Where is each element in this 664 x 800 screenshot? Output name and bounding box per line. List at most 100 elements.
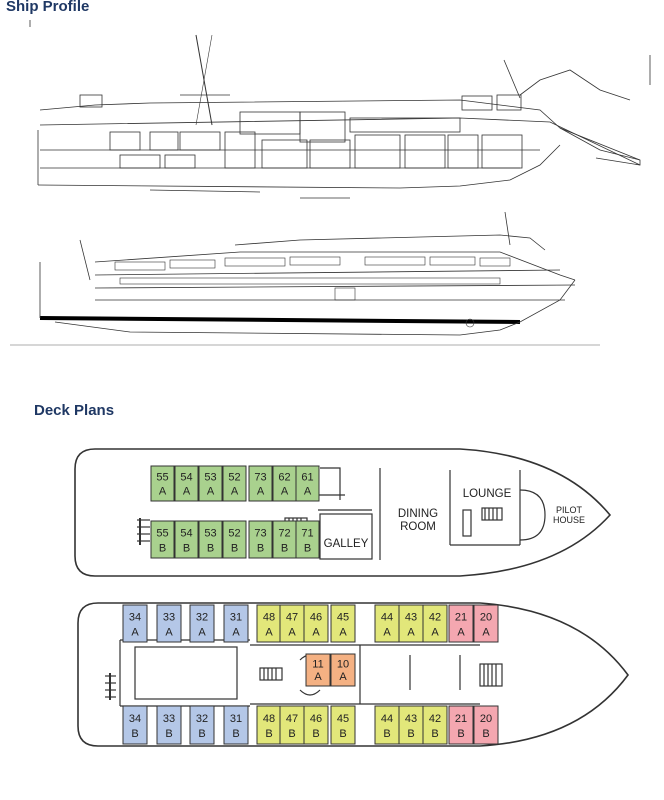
cabin-box — [422, 604, 448, 643]
cabin-number: 34 — [129, 612, 141, 624]
cabin-box — [374, 604, 400, 643]
cabin-side: B — [288, 728, 295, 740]
cabin-side: B — [457, 728, 464, 740]
cabin-side: A — [407, 626, 415, 638]
cabin-box — [150, 465, 175, 502]
cabin-number: 33 — [163, 612, 175, 624]
cabin-54a: 54A — [174, 465, 199, 502]
upper-deck-rooms: DINING ROOM LOUNGE GALLEY PILOT HOUSE — [324, 488, 585, 550]
cabin-55b: 55B — [150, 520, 175, 559]
ship-exterior-profile — [10, 211, 600, 346]
cabin-side: A — [312, 626, 320, 638]
cabin-box — [189, 604, 215, 643]
cabin-box — [279, 705, 305, 745]
cabin-45b: 45B — [330, 705, 356, 745]
cabin-number: 73 — [254, 528, 266, 540]
cabin-47a: 47A — [279, 604, 305, 643]
cabin-box — [174, 465, 199, 502]
ship-cutaway-profile — [29, 20, 651, 199]
cabin-44a: 44A — [374, 604, 400, 643]
cabin-46b: 46B — [303, 705, 329, 745]
lounge-label: LOUNGE — [463, 488, 512, 500]
cabin-53a: 53A — [198, 465, 223, 502]
cabin-box — [223, 604, 249, 643]
cabin-side: A — [314, 671, 322, 683]
cabin-number: 52 — [228, 472, 240, 484]
cabin-number: 46 — [310, 713, 322, 725]
cabin-side: A — [339, 671, 347, 683]
cabin-20b: 20B — [473, 705, 499, 745]
cabin-number: 61 — [301, 472, 313, 484]
cabin-box — [156, 604, 182, 643]
cabin-box — [222, 465, 247, 502]
cabin-number: 47 — [286, 713, 298, 725]
cabin-number: 34 — [129, 713, 141, 725]
cabin-number: 20 — [480, 713, 492, 725]
cabin-number: 62 — [278, 472, 290, 484]
cabin-side: A — [383, 626, 391, 638]
cabin-box — [330, 705, 356, 745]
cabin-number: 42 — [429, 612, 441, 624]
dining-room-label-line2: ROOM — [400, 521, 436, 533]
cabin-box — [198, 520, 223, 559]
cabin-side: A — [431, 626, 439, 638]
cabin-32a: 32A — [189, 604, 215, 643]
cabin-side: B — [183, 542, 190, 554]
cabin-number: 31 — [230, 612, 242, 624]
cabin-61a: 61A — [295, 465, 320, 502]
cabin-54b: 54B — [174, 520, 199, 559]
cabin-number: 31 — [230, 713, 242, 725]
cabin-55a: 55A — [150, 465, 175, 502]
cabin-number: 72 — [278, 528, 290, 540]
cabin-side: B — [281, 542, 288, 554]
cabin-box — [295, 465, 320, 502]
cabin-box — [303, 604, 329, 643]
cabin-side: A — [159, 486, 167, 498]
cabin-21a: 21A — [448, 604, 474, 643]
cabin-side: B — [232, 728, 239, 740]
cabin-side: B — [304, 542, 311, 554]
cabin-box — [473, 604, 499, 643]
cabin-box — [256, 705, 282, 745]
cabin-side: A — [207, 486, 215, 498]
cabin-52a: 52A — [222, 465, 247, 502]
cabin-side: B — [265, 728, 272, 740]
cabin-number: 53 — [204, 528, 216, 540]
cabin-number: 46 — [310, 612, 322, 624]
cabin-32b: 32B — [189, 705, 215, 745]
cabin-43b: 43B — [398, 705, 424, 745]
cabin-number: 21 — [455, 713, 467, 725]
cabin-box — [122, 604, 148, 643]
cabin-33a: 33A — [156, 604, 182, 643]
cabin-box — [223, 705, 249, 745]
cabin-number: 11 — [312, 658, 323, 670]
cabin-number: 43 — [405, 612, 417, 624]
cabin-box — [374, 705, 400, 745]
cabin-48a: 48A — [256, 604, 282, 643]
cabin-box — [330, 604, 356, 643]
cabin-34b: 34B — [122, 705, 148, 745]
cabin-side: B — [312, 728, 319, 740]
cabin-31a: 31A — [223, 604, 249, 643]
cabin-number: 44 — [381, 612, 393, 624]
cabin-71b: 71B — [295, 520, 320, 559]
cabin-box — [189, 705, 215, 745]
dining-room-label-line1: DINING — [398, 508, 438, 520]
cabin-box — [150, 520, 175, 559]
cabin-box — [330, 653, 356, 687]
cabin-box — [398, 705, 424, 745]
cabin-side: B — [339, 728, 346, 740]
cabin-side: B — [231, 542, 238, 554]
cabin-side: A — [231, 486, 239, 498]
cabin-11a: 11A — [305, 653, 331, 687]
cabin-number: 45 — [337, 713, 349, 725]
cabin-72b: 72B — [272, 520, 297, 559]
pilot-house-label-line1: PILOT — [556, 505, 583, 515]
ship-profile-heading: Ship Profile — [6, 0, 90, 15]
cabin-side: B — [383, 728, 390, 740]
